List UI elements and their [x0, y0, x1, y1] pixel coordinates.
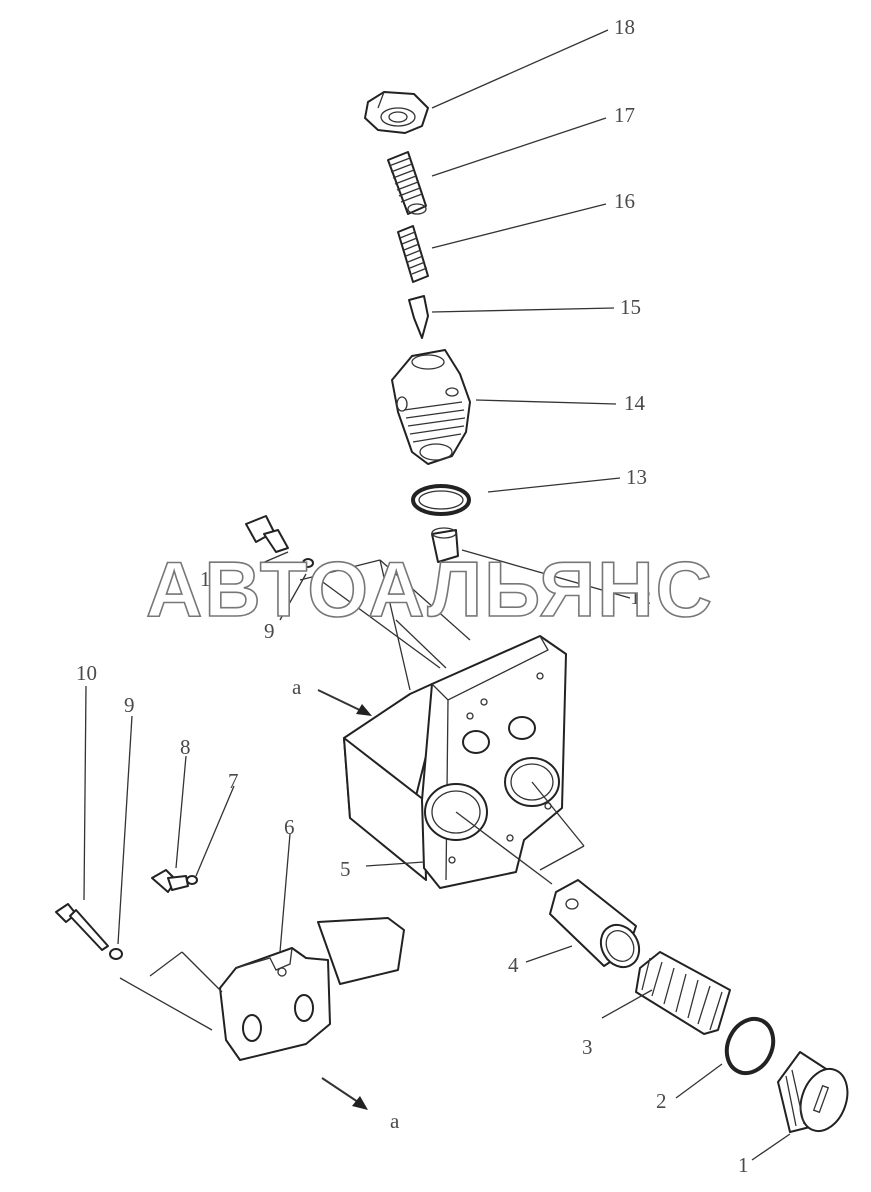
callout-15: 15 — [620, 295, 641, 319]
watermark-text: АВТОАЛЬЯНС — [146, 545, 714, 633]
part-18-hex-nut — [364, 91, 429, 134]
part-12-bushing — [431, 527, 459, 563]
callout-8: 8 — [180, 735, 191, 759]
callout-4: 4 — [508, 953, 519, 977]
part-8-bolt — [151, 869, 189, 893]
part-10-long-bolt — [55, 903, 109, 951]
view-arrow-top — [317, 689, 372, 716]
callout-11: 11 — [200, 567, 220, 591]
part-13-o-ring — [411, 484, 471, 516]
part-3-spring — [635, 951, 731, 1035]
callout-17: 17 — [614, 103, 635, 127]
view-mark-a-top: a — [292, 675, 302, 699]
callout-13: 13 — [626, 465, 647, 489]
callout-5: 5 — [340, 857, 351, 881]
part-2-o-ring — [724, 1016, 776, 1076]
callout-9-upper: 9 — [264, 619, 275, 643]
callout-3: 3 — [582, 1035, 593, 1059]
part-9-washer — [109, 948, 123, 960]
callout-14: 14 — [624, 391, 646, 415]
part-7-washer — [186, 875, 198, 885]
part-4-spool — [549, 879, 641, 969]
callout-leader-lines — [83, 29, 791, 1161]
assembly-guide-lines — [119, 559, 585, 1031]
callout-7: 7 — [228, 769, 239, 793]
callout-18: 18 — [614, 15, 635, 39]
view-arrow-bottom — [321, 1077, 368, 1110]
part-11-bolt — [245, 515, 314, 568]
part-17-threaded-sleeve — [387, 151, 427, 215]
callout-9-lower: 9 — [124, 693, 135, 717]
callout-6: 6 — [284, 815, 295, 839]
view-mark-a-bottom: a — [390, 1109, 400, 1133]
part-15-needle — [408, 295, 429, 339]
part-6-cover-plate — [219, 917, 405, 1061]
callout-2: 2 — [656, 1089, 667, 1113]
part-5-valve-block — [343, 635, 567, 889]
callout-10: 10 — [76, 661, 97, 685]
callout-12: 12 — [630, 585, 651, 609]
part-1-plug — [777, 1051, 849, 1133]
callout-1: 1 — [738, 1153, 749, 1177]
part-14-valve-body — [391, 349, 471, 465]
part-16-spring — [397, 225, 429, 283]
callout-16: 16 — [614, 189, 635, 213]
